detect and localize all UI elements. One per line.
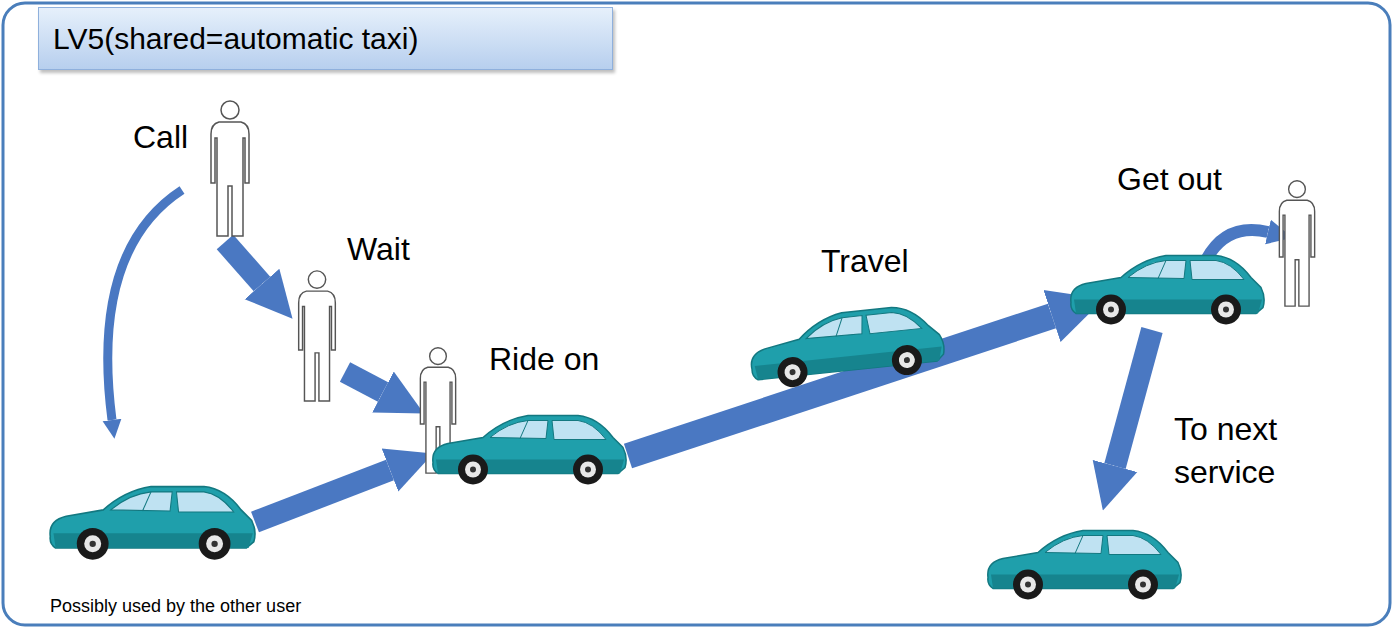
person-figure xyxy=(211,101,249,236)
step-label: Ride on xyxy=(489,338,599,381)
step-label: To next service xyxy=(1174,408,1324,494)
frame xyxy=(3,3,1390,625)
car xyxy=(433,416,626,485)
note-text: Possibly used by the other user xyxy=(50,594,301,618)
car xyxy=(50,487,255,560)
step-label: Call xyxy=(133,116,188,159)
step-label: Get out xyxy=(1117,158,1222,201)
car xyxy=(1071,256,1264,325)
title: LV5(shared=automatic taxi) xyxy=(53,22,418,56)
flow-arrow xyxy=(345,372,383,392)
flow-arrow xyxy=(108,190,182,420)
title-box: LV5(shared=automatic taxi) xyxy=(38,7,613,70)
person-figure xyxy=(1279,181,1314,306)
step-label: Wait xyxy=(347,228,410,271)
flow-arrow xyxy=(225,242,262,284)
car xyxy=(747,302,946,391)
person-figure xyxy=(299,271,336,401)
flow-arrow xyxy=(255,470,390,522)
car xyxy=(988,531,1181,600)
step-label: Travel xyxy=(821,240,909,283)
flow-arrow xyxy=(1115,330,1152,466)
